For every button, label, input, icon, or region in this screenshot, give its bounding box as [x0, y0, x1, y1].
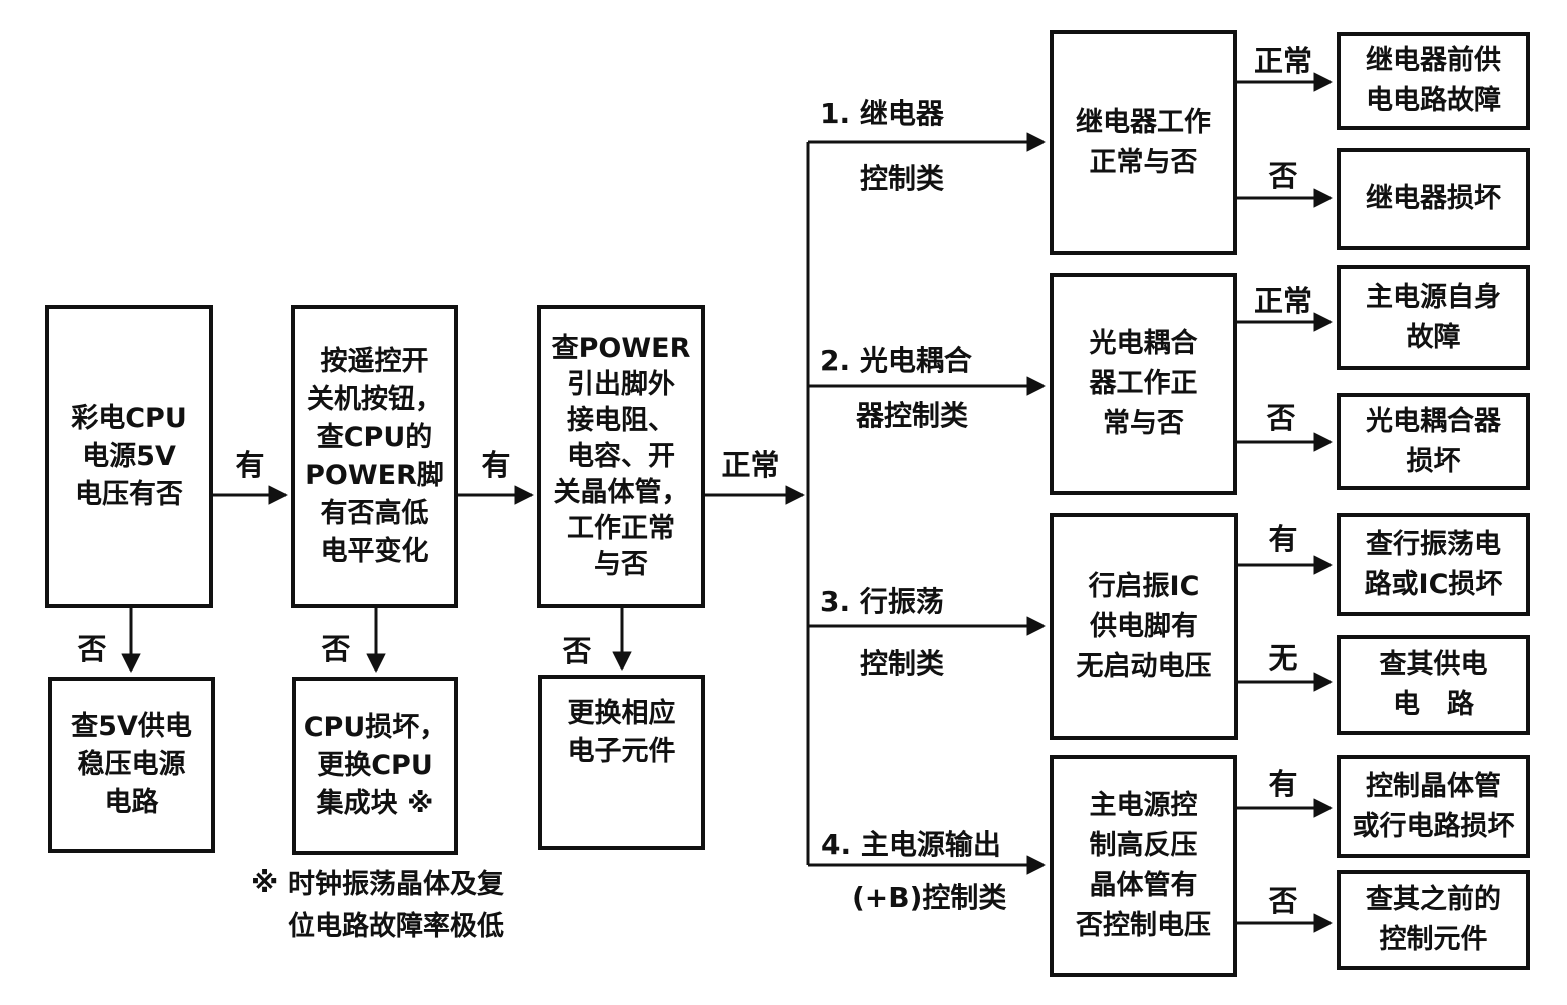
box-relay-working-check: 继电器工作 正常与否 — [1050, 30, 1237, 255]
edge-label-relay-no: 否 — [1268, 159, 1298, 193]
box-optocoupler-working-check: 光电耦合 器工作正 常与否 — [1050, 273, 1237, 495]
branch1-label-line2: 控制类 — [860, 162, 945, 195]
box-check-hosc-circuit-or-ic: 查行振荡电 路或IC损坏 — [1337, 513, 1530, 616]
edge-label-no-3: 否 — [562, 634, 592, 668]
box-cpu-damaged-replace: CPU损坏， 更换CPU 集成块 ※ — [292, 677, 458, 855]
edge-label-normal-main: 正常 — [721, 448, 780, 482]
box-check-5v-regulated-supply: 查5V供电 稳压电源 电路 — [48, 677, 215, 853]
box-control-transistor-or-line-damaged: 控制晶体管 或行电路损坏 — [1337, 755, 1530, 858]
edge-label-mainpwr-yes: 有 — [1268, 767, 1298, 801]
box-replace-electronic-parts: 更换相应 电子元件 — [538, 675, 705, 850]
branch3-label-line1: 3. 行振荡 — [820, 585, 944, 618]
edge-label-relay-normal: 正常 — [1253, 44, 1312, 78]
box-power-pin-components-check: 查POWER 引出脚外 接电阻、 电容、开 关晶体管， 工作正常 与否 — [537, 305, 705, 608]
box-optocoupler-damaged: 光电耦合器 损坏 — [1337, 393, 1530, 490]
box-check-its-supply-circuit: 查其供电 电 路 — [1337, 635, 1530, 735]
edge-label-no-2: 否 — [321, 632, 351, 666]
box-main-power-control-voltage-check: 主电源控 制高反压 晶体管有 否控制电压 — [1050, 755, 1237, 977]
edge-label-no-1: 否 — [77, 632, 107, 666]
edge-label-yes-2: 有 — [481, 448, 511, 482]
branch4-label-line2: (+B)控制类 — [852, 881, 1007, 914]
branch3-label-line2: 控制类 — [860, 647, 945, 680]
branch2-label-line2: 器控制类 — [856, 399, 969, 432]
edge-label-opto-normal: 正常 — [1253, 284, 1312, 318]
branch4-label-line1: 4. 主电源输出 — [821, 828, 1001, 861]
box-relay-damaged: 继电器损坏 — [1337, 148, 1530, 250]
edge-label-mainpwr-no: 否 — [1268, 884, 1298, 918]
box-cpu-5v-voltage-check: 彩电CPU 电源5V 电压有否 — [45, 305, 213, 608]
box-main-power-own-fault: 主电源自身 故障 — [1337, 265, 1530, 370]
edge-label-yes-1: 有 — [235, 448, 265, 482]
edge-label-hosc-yes: 有 — [1268, 522, 1298, 556]
box-remote-power-button-check: 按遥控开 关机按钮， 查CPU的 POWER脚 有否高低 电平变化 — [291, 305, 458, 608]
footnote-asterisk-symbol: ※ — [251, 866, 279, 899]
box-check-preceding-control-parts: 查其之前的 控制元件 — [1337, 870, 1530, 970]
box-relay-front-supply-fault: 继电器前供 电电路故障 — [1337, 32, 1530, 130]
footnote-text: 时钟振荡晶体及复 位电路故障率极低 — [288, 869, 504, 942]
edge-label-hosc-none: 无 — [1268, 641, 1298, 675]
edge-label-opto-no: 否 — [1266, 401, 1296, 435]
box-horizontal-osc-ic-voltage-check: 行启振IC 供电脚有 无启动电压 — [1050, 513, 1238, 740]
branch2-label-line1: 2. 光电耦合 — [820, 344, 972, 377]
branch1-label-line1: 1. 继电器 — [820, 97, 944, 130]
